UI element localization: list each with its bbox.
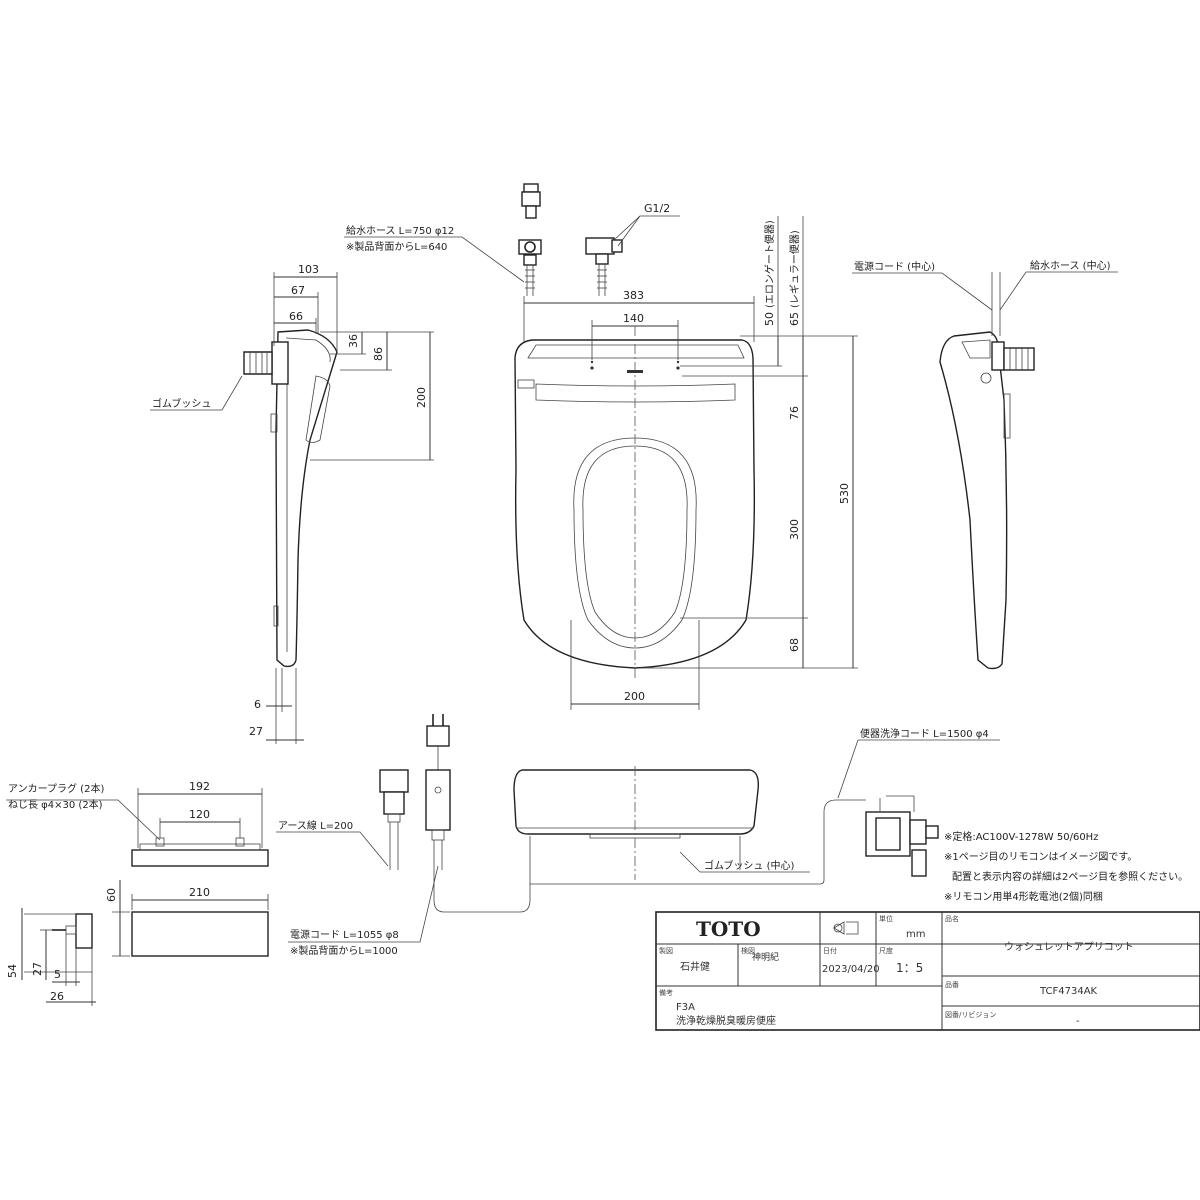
- dim-140: 140: [623, 312, 644, 325]
- remarks-description: 洗浄乾燥脱臭暖房便座: [676, 1014, 776, 1027]
- dim-200-left: 200: [415, 387, 428, 408]
- remarks-code: F3A: [676, 1002, 695, 1013]
- label-unit: 単位: [879, 914, 893, 923]
- side-view-right: 電源コード (中心) 給水ホース (中心): [852, 259, 1118, 670]
- label-regular: (レギュラー便器): [788, 230, 801, 308]
- dim-5: 5: [54, 968, 61, 981]
- label-power-cord: 電源コード L=1055 φ8: [290, 928, 399, 941]
- dim-66: 66: [289, 310, 303, 323]
- dim-120: 120: [189, 808, 210, 821]
- revision-value: -: [1076, 1016, 1080, 1027]
- anchor-side-view: 54 27 5 26: [6, 908, 96, 1006]
- power-plug-assembly: アース線 L=200 電源コード L=1055 φ8 ※製品背面からL=1000: [276, 714, 531, 957]
- checked-by: 神明紀: [752, 951, 779, 963]
- dim-26: 26: [50, 990, 64, 1003]
- label-power-cord-center: 電源コード (中心): [854, 260, 935, 273]
- title-block[interactable]: TOTO 単位 mm 品名 ウォシュレットアプリコット 製図 石井健 検図 神明…: [655, 911, 1200, 1031]
- label-remarks: 備考: [659, 988, 673, 997]
- dim-300: 300: [788, 519, 801, 540]
- label-hose-back: ※製品背面からL=640: [346, 240, 447, 253]
- dim-54: 54: [6, 964, 19, 978]
- side-view-left-dimensions: 103 67 66 36 86 200 6 27 ゴムブッシュ: [150, 263, 434, 744]
- label-g12: G1/2: [644, 202, 670, 215]
- label-checked: 検図: [741, 946, 755, 955]
- label-revision: 図番/リビジョン: [945, 1010, 996, 1019]
- side-view-left: [243, 329, 338, 668]
- label-earth-wire: アース線 L=200: [278, 819, 353, 832]
- dim-530: 530: [838, 483, 851, 504]
- label-power-cord-back: ※製品背面からL=1000: [290, 944, 398, 957]
- dim-383: 383: [623, 289, 644, 302]
- label-screw-length: ねじ長 φ4×30 (2本): [8, 798, 103, 811]
- label-drawn: 製図: [659, 946, 673, 955]
- spec-layout: 配置と表示内容の詳細は2ページ目を参照ください。: [952, 870, 1188, 883]
- wash-unit-assembly: 便器洗浄コード L=1500 φ4 ※定格:AC100V-1278W 50/60…: [837, 727, 1188, 903]
- top-view-dimensions: 383 140 50 (エロンゲート便器) 65 (レギュラー便器) 76 30…: [523, 216, 858, 710]
- dim-192: 192: [189, 780, 210, 793]
- product-name: ウォシュレットアプリコット: [1004, 941, 1134, 953]
- dim-200-bottom: 200: [624, 690, 645, 703]
- hose-fittings: G1/2 給水ホース L=750 φ12 ※製品背面からL=640: [344, 183, 680, 296]
- dim-27-small: 27: [31, 962, 44, 976]
- front-view-seat: ゴムブッシュ (中心): [513, 766, 866, 885]
- dim-50: 50: [763, 312, 776, 326]
- label-date: 日付: [823, 946, 837, 955]
- label-scale: 尺度: [879, 946, 893, 955]
- spec-remote-image: ※1ページ目のリモコンはイメージ図です。: [944, 851, 1137, 863]
- label-hose-center: 給水ホース (中心): [1030, 259, 1111, 272]
- top-view-seat: [514, 326, 756, 680]
- dim-103: 103: [298, 263, 319, 276]
- spec-rating: ※定格:AC100V-1278W 50/60Hz: [944, 830, 1098, 843]
- dim-210: 210: [189, 886, 210, 899]
- label-model: 品番: [945, 981, 959, 989]
- dim-6: 6: [254, 698, 261, 711]
- dim-36: 36: [347, 334, 360, 348]
- label-gom-bush-bottom: ゴムブッシュ (中心): [704, 859, 794, 872]
- scale-value: 1：5: [896, 961, 923, 975]
- dim-68: 68: [788, 638, 801, 652]
- anchor-plate: 192 120 アンカープラグ (2本) ねじ長 φ4×30 (2本) 210 …: [6, 780, 269, 957]
- dim-27-left: 27: [249, 725, 263, 738]
- dim-86: 86: [372, 347, 385, 361]
- label-elongated: (エロンゲート便器): [763, 220, 776, 308]
- unit-value: mm: [906, 929, 925, 940]
- dim-76: 76: [788, 406, 801, 420]
- label-hose: 給水ホース L=750 φ12: [346, 224, 454, 237]
- label-product-name: 品名: [945, 914, 959, 923]
- spec-battery: ※リモコン用単4形乾電池(2個)同梱: [944, 890, 1103, 903]
- dim-65: 65: [788, 312, 801, 326]
- label-wash-cord: 便器洗浄コード L=1500 φ4: [860, 727, 989, 740]
- label-gom-bush-left: ゴムブッシュ: [152, 397, 211, 410]
- model-number: TCF4734AK: [1039, 986, 1098, 997]
- dim-67: 67: [291, 284, 305, 297]
- toto-logo: TOTO: [696, 917, 761, 941]
- label-anchor-plug: アンカープラグ (2本): [8, 782, 104, 795]
- drawn-by: 石井健: [680, 960, 710, 973]
- dim-60: 60: [105, 888, 118, 902]
- date-value: 2023/04/20: [822, 964, 880, 975]
